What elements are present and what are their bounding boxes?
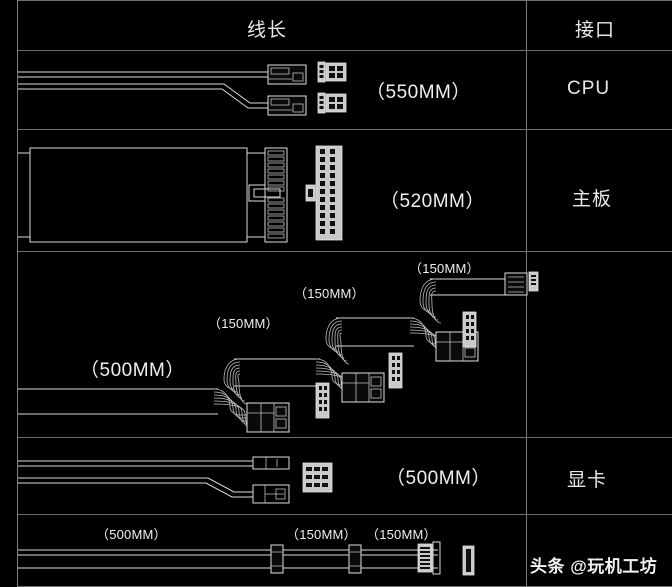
peripheral-length-label-1: （500MM） <box>80 360 185 381</box>
sata-length-label-1: （500MM） <box>96 527 167 542</box>
peripheral-cable-art <box>18 255 538 437</box>
watermark-text: 头条 @玩机工坊 <box>530 557 658 576</box>
row-divider-2 <box>18 251 672 252</box>
peripheral-length-label-3: （150MM） <box>294 286 365 301</box>
sata-length-label-2: （150MM） <box>286 527 357 542</box>
header-connector: 接口 <box>575 20 616 41</box>
peripheral-header-2 <box>388 352 403 389</box>
header-cable-length: 线长 <box>247 20 288 41</box>
gpu-length-label: （500MM） <box>386 468 491 489</box>
row-divider-1 <box>18 129 672 130</box>
row-divider-top <box>18 0 672 1</box>
row-divider-3 <box>18 437 672 438</box>
motherboard-cable-art <box>18 140 288 245</box>
row-divider-4 <box>18 514 672 515</box>
cpu-length-label: （550MM） <box>366 82 471 103</box>
row-divider-header <box>18 50 672 51</box>
sata-header-detached <box>462 545 475 576</box>
sata-cable-art <box>18 540 478 582</box>
peripheral-header-1 <box>315 382 330 419</box>
cpu-cable-art <box>18 60 318 122</box>
motherboard-connector-label: 主板 <box>572 189 613 210</box>
cpu-connector-head-1 <box>317 61 348 84</box>
gpu-cable-art <box>18 450 318 504</box>
motherboard-length-label: （520MM） <box>380 191 485 212</box>
sata-length-label-3: （150MM） <box>366 527 437 542</box>
peripheral-length-label-4: （150MM） <box>409 261 480 276</box>
motherboard-24pin-header <box>305 145 346 241</box>
cpu-connector-head-2 <box>317 92 348 115</box>
peripheral-length-label-2: （150MM） <box>208 316 279 331</box>
peripheral-header-4 <box>528 271 539 292</box>
cpu-connector-label: CPU <box>567 78 611 99</box>
gpu-pcie-header <box>302 462 333 493</box>
spec-table: 线长 接口 <box>17 0 672 587</box>
peripheral-header-3 <box>462 311 477 348</box>
gpu-connector-label: 显卡 <box>567 470 608 491</box>
